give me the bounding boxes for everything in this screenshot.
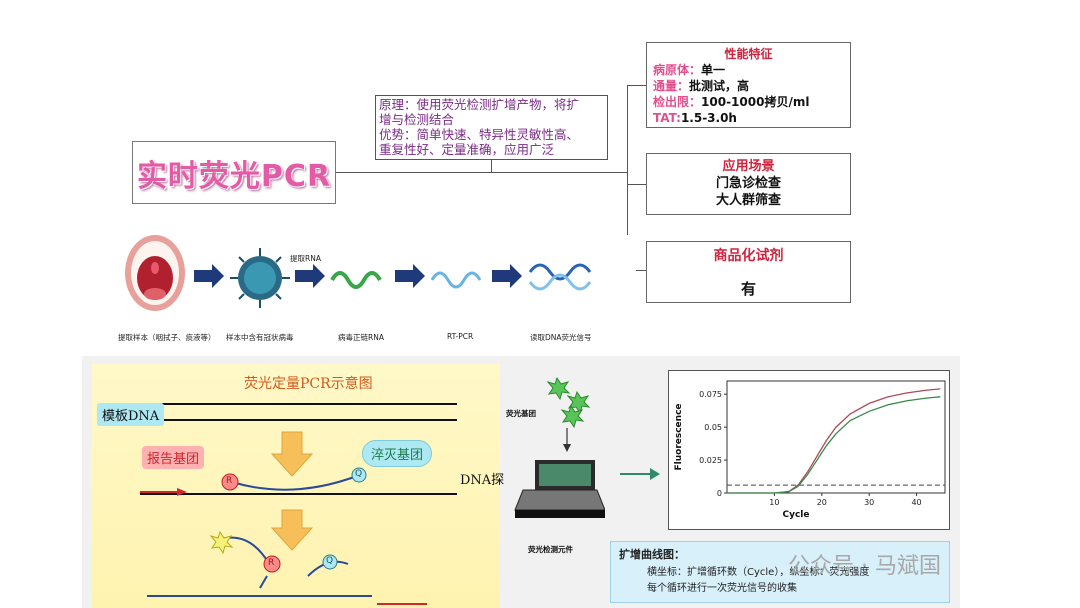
perf-value: 批测试，高	[689, 79, 750, 93]
cdna-strand-icon	[430, 271, 482, 289]
process-caption: 样本中含有冠状病毒	[226, 333, 294, 342]
curve-title: 扩增曲线图：	[619, 548, 685, 561]
detector-label: 荧光检测元件	[528, 545, 573, 554]
connector-title-main	[336, 172, 628, 173]
performance-box: 性能特征 病原体：单一 通量：批测试，高 检出限：100-1000拷贝/ml T…	[646, 42, 851, 128]
y-tick-label: 0.05	[704, 423, 722, 432]
series-line	[727, 388, 941, 494]
fluorophore-label: 荧光基团	[506, 409, 536, 418]
curve-line: 横坐标：扩增循环数（Cycle），纵坐标：荧光强度	[647, 567, 870, 578]
desc-line: 增与检测结合	[379, 112, 455, 127]
connector-perf	[627, 85, 646, 86]
perf-label: TAT:	[653, 111, 681, 125]
curve-line: 每个循环进行一次荧光信号的收集	[647, 583, 797, 594]
y-tick-label: 0.025	[699, 456, 722, 465]
x-tick-label: 30	[864, 498, 874, 507]
dna-helix-icon	[528, 263, 592, 281]
arrow-to-chart	[620, 468, 660, 480]
application-item: 大人群筛查	[715, 193, 781, 208]
perf-row: 病原体：单一	[653, 62, 844, 78]
instrument-illustration	[514, 376, 605, 518]
y-axis-label: Fluorescence	[674, 403, 684, 470]
pcr-schematic-title: 荧光定量PCR示意图	[244, 376, 373, 392]
x-tick-label: 10	[769, 498, 779, 507]
y-tick-label: 0.075	[699, 390, 722, 399]
quencher-mark: Q	[355, 469, 363, 479]
template-dna-label: 模板DNA	[97, 403, 165, 426]
perf-row: 检出限：100-1000拷贝/ml	[653, 94, 844, 110]
reporter-label: 报告基团	[142, 446, 205, 469]
arrow-icon	[194, 264, 224, 288]
desc-line: 重复性好、定量准确，应用广泛	[379, 142, 555, 157]
rna-strand-icon	[330, 271, 382, 289]
application-title: 应用场景	[722, 159, 775, 174]
x-axis-label: Cycle	[783, 510, 810, 520]
burst-icon	[209, 530, 234, 555]
main-title-box: 实时荧光PCR	[132, 141, 336, 204]
y-tick-label: 0	[717, 489, 722, 498]
series-line	[727, 396, 941, 494]
commercial-value: 有	[740, 280, 756, 298]
commercial-box: 商品化试剂 有	[646, 241, 851, 303]
desc-line: 优势：简单快速、特异性灵敏性高、	[379, 127, 580, 142]
perf-value: 单一	[701, 63, 726, 77]
connector-vertical	[627, 85, 628, 235]
application-box: 应用场景 门急诊检查 大人群筛查	[646, 153, 851, 215]
perf-value: 100-1000拷贝/ml	[701, 95, 810, 109]
reporter-mark: R	[226, 476, 233, 486]
perf-label: 通量：	[653, 79, 690, 93]
arrow-icon	[395, 264, 425, 288]
mouth-icon	[125, 235, 185, 311]
curve-explanation-panel: 扩增曲线图： 横坐标：扩增循环数（Cycle），纵坐标：荧光强度 每个循环进行一…	[610, 541, 950, 603]
connector-com	[636, 270, 646, 271]
connector-desc-down	[491, 160, 492, 172]
reporter-dot-icon	[221, 473, 239, 491]
perf-row: TAT:1.5-3.0h	[653, 110, 844, 126]
watermark: 公众号 · 马斌国	[788, 554, 941, 579]
process-strip	[125, 235, 592, 311]
perf-value: 1.5-3.0h	[680, 111, 737, 125]
reporter-mark: R	[268, 558, 275, 568]
detector-icon	[514, 460, 605, 518]
main-title: 实时荧光PCR	[136, 158, 332, 194]
down-arrow-icon	[270, 509, 314, 551]
performance-title: 性能特征	[724, 47, 773, 61]
perf-label: 病原体：	[653, 63, 702, 77]
process-caption: 读取DNA荧光信号	[530, 333, 592, 342]
x-tick-label: 40	[911, 498, 921, 507]
perf-label: 检出限：	[653, 95, 702, 109]
commercial-title: 商品化试剂	[713, 248, 784, 264]
quencher-mark: Q	[326, 556, 334, 566]
arrow-icon	[492, 264, 522, 288]
quencher-label: 淬灭基团	[362, 440, 433, 467]
extract-rna-label: 提取RNA	[290, 254, 321, 263]
perf-row: 通量：批测试，高	[653, 78, 844, 94]
process-caption: 提取样本（咽拭子、痰液等）	[118, 333, 216, 342]
process-caption: 病毒正链RNA	[338, 333, 384, 342]
quencher-dot-icon	[351, 467, 367, 483]
connector-app	[627, 184, 646, 185]
desc-line: 原理：使用荧光检测扩增产物，将扩	[379, 97, 580, 112]
process-caption: RT-PCR	[447, 332, 474, 341]
quencher-dot-icon	[322, 554, 338, 570]
x-tick-label: 20	[817, 498, 827, 507]
virus-icon	[230, 248, 290, 308]
plot-area	[726, 380, 946, 494]
fluorophore-icon	[546, 376, 591, 429]
dna-probe-label: DNA探	[460, 473, 505, 488]
pcr-schematic	[132, 403, 457, 605]
down-arrow-icon	[270, 431, 314, 477]
application-item: 门急诊检查	[715, 176, 781, 191]
principle-box: 原理：使用荧光检测扩增产物，将扩 增与检测结合 优势：简单快速、特异性灵敏性高、…	[375, 95, 608, 160]
reporter-dot-icon	[263, 555, 281, 573]
arrow-icon	[295, 264, 325, 288]
